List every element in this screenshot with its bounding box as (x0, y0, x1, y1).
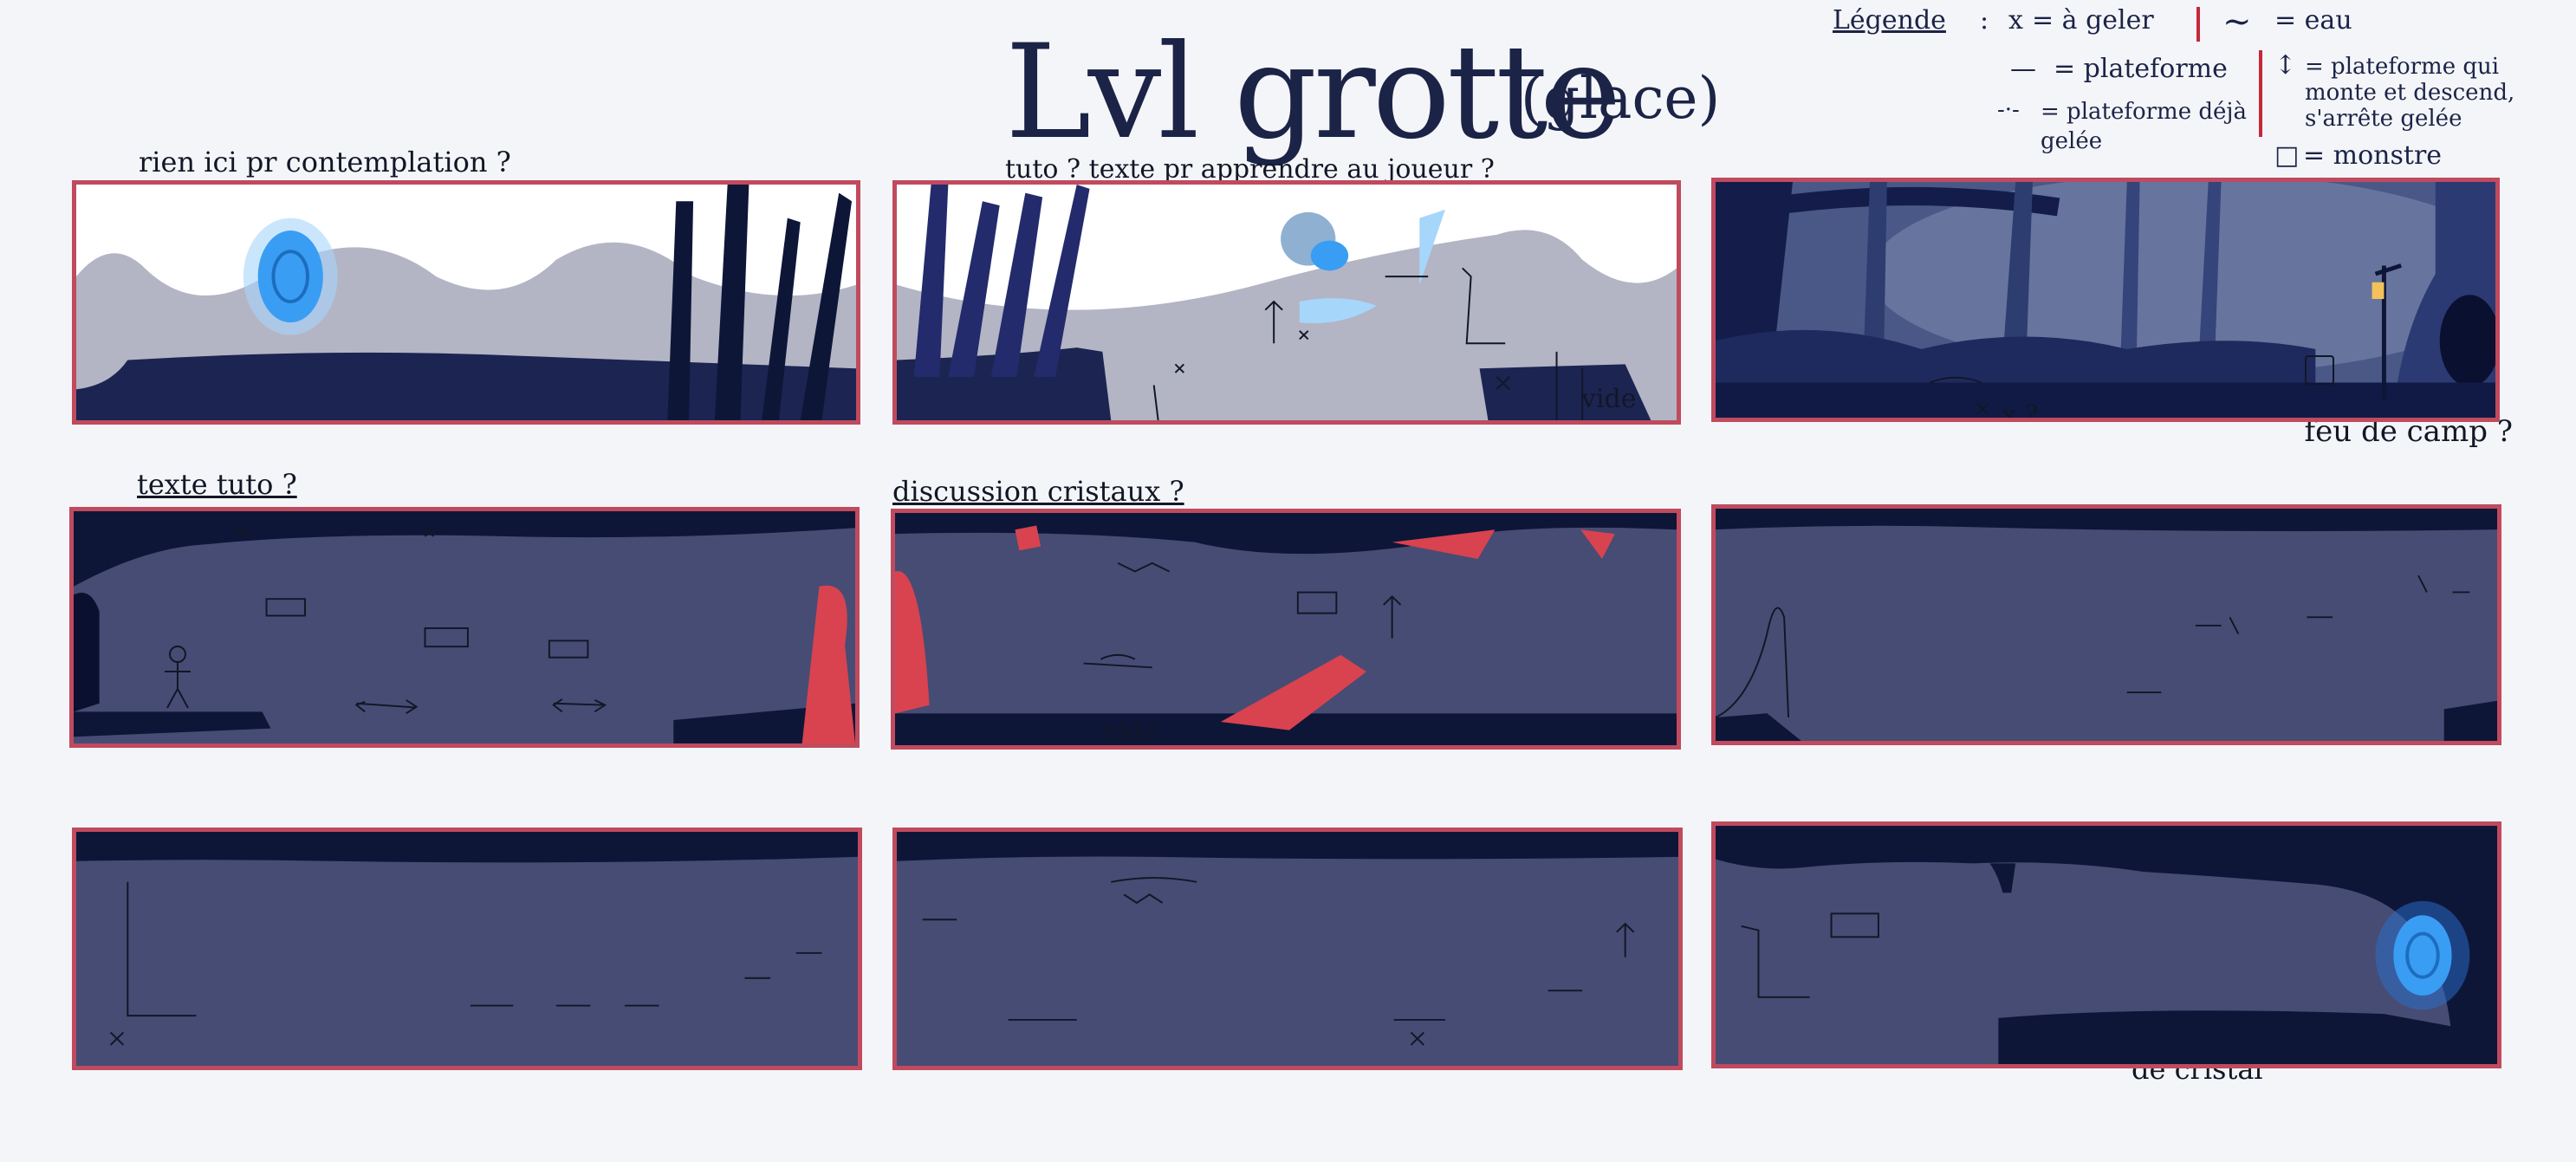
page-title: Lvl grotte (1005, 17, 1621, 168)
stick-figure-icon (160, 646, 195, 711)
panel-9 (1711, 821, 2501, 1068)
caption-panel-4: texte tuto ? (137, 468, 297, 501)
panel-8 (892, 828, 1683, 1070)
legend-monster-symbol: □ (2274, 140, 2300, 171)
panel-7 (72, 828, 862, 1070)
legend-divider (2196, 7, 2200, 42)
legend-heading: Légende (1833, 5, 1946, 36)
legend-monster-label: = monstre (2303, 140, 2443, 171)
legend-platform-symbol: — (2010, 54, 2036, 84)
label-vide: vide (1581, 384, 1637, 414)
legend-platform-label: = plateforme (2054, 54, 2228, 84)
portal-icon (2401, 919, 2460, 1002)
legend-colon: : (1980, 5, 1989, 36)
legend-frozen-symbol: -·- (1997, 97, 2020, 123)
legend-moving-arrow-icon: ↕ (2274, 50, 2297, 81)
caption-panel-5: discussion cristaux ? (892, 475, 1184, 508)
campfire-icon (2305, 355, 2334, 385)
panel-5: vide (891, 509, 1681, 750)
legend-moving-label: = plateforme qui monte et descend, s'arr… (2305, 54, 2515, 132)
portal-icon (260, 232, 326, 328)
legend-water-symbol: ~ (2222, 2, 2252, 42)
panel-1 (72, 180, 860, 425)
panel-4 (69, 507, 860, 748)
panel-2: vide (892, 180, 1681, 425)
label-vide-2: vide (1103, 717, 1158, 747)
label-question: x ? (2002, 400, 2039, 422)
caption-panel-1: rien ici pr contemplation ? (139, 146, 511, 179)
legend-freeze-symbol: x (2008, 5, 2023, 36)
legend-water-label: = eau (2274, 5, 2352, 36)
legend-frozen-label: = plateforme déjà gelée (2041, 99, 2247, 154)
panel-6 (1711, 504, 2501, 745)
legend-divider (2259, 50, 2262, 137)
page-subtitle: (glace) (1521, 65, 1721, 132)
caption-panel-2: tuto ? texte pr apprendre au joueur ? (1005, 154, 1495, 185)
legend-freeze-label: = à geler (2032, 5, 2154, 36)
lantern-icon (2378, 282, 2395, 306)
panel-3: x ? (1711, 178, 2500, 422)
